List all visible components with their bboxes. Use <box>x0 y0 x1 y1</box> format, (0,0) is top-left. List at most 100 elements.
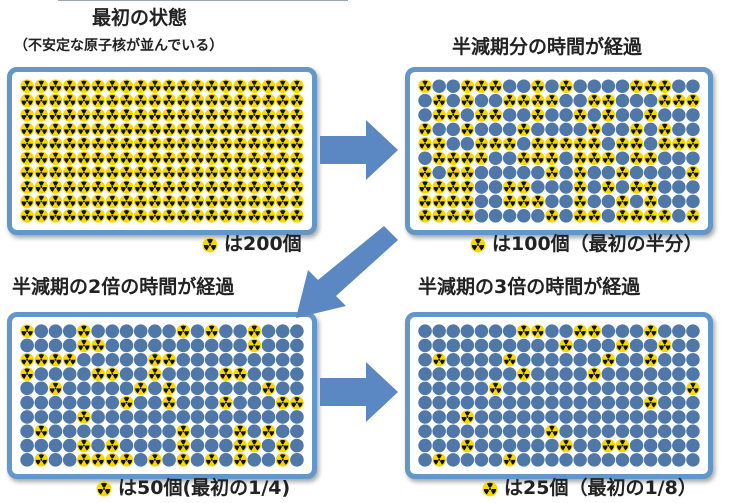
radiation-icon <box>20 352 34 367</box>
decayed-nucleus <box>190 381 205 396</box>
decayed-nucleus <box>77 424 91 439</box>
radiation-icon <box>162 395 176 410</box>
decayed-nucleus <box>658 180 672 194</box>
decayed-nucleus <box>488 122 503 137</box>
radiation-icon <box>77 79 91 93</box>
decayed-nucleus <box>460 395 475 410</box>
decayed-nucleus <box>162 367 176 381</box>
radiation-icon <box>629 79 644 93</box>
decayed-nucleus <box>148 381 162 396</box>
panel-half-life-1 <box>405 67 713 235</box>
radiation-icon <box>247 151 262 165</box>
decayed-nucleus <box>643 93 658 108</box>
radiation-icon <box>460 165 475 180</box>
decayed-nucleus <box>672 79 686 93</box>
radiation-icon <box>629 180 644 194</box>
decayed-nucleus <box>91 424 105 439</box>
radiation-icon <box>233 165 247 180</box>
decayed-nucleus <box>517 438 531 453</box>
radiation-icon <box>133 151 148 165</box>
decayed-nucleus <box>176 381 191 396</box>
radiation-icon <box>133 122 148 137</box>
decayed-nucleus <box>275 424 290 439</box>
decayed-nucleus <box>686 438 700 453</box>
decayed-nucleus <box>517 424 531 438</box>
radiation-icon <box>559 79 573 93</box>
decayed-nucleus <box>643 367 658 381</box>
radiation-icon <box>470 237 486 253</box>
radiation-icon <box>34 108 49 122</box>
decayed-nucleus <box>20 395 34 410</box>
radiation-icon <box>105 137 120 151</box>
decayed-nucleus <box>545 453 559 467</box>
radiation-icon <box>418 209 432 223</box>
radiation-icon <box>643 209 658 223</box>
decayed-nucleus <box>62 410 77 424</box>
decayed-nucleus <box>34 438 49 453</box>
radiation-icon <box>91 137 105 151</box>
radiation-icon <box>20 79 34 93</box>
decayed-nucleus <box>531 367 545 381</box>
decayed-nucleus <box>176 395 191 410</box>
radiation-icon <box>77 122 91 137</box>
decayed-nucleus <box>573 410 587 424</box>
decayed-nucleus <box>275 410 290 424</box>
radiation-icon <box>77 324 91 338</box>
radiation-icon <box>77 438 91 453</box>
radiation-icon <box>247 122 262 137</box>
radiation-icon <box>247 108 262 122</box>
radiation-icon <box>573 209 587 223</box>
decayed-nucleus <box>446 424 460 438</box>
decayed-nucleus <box>432 367 446 381</box>
decayed-nucleus <box>658 324 672 338</box>
radiation-icon <box>77 165 91 180</box>
radiation-icon <box>48 122 63 137</box>
radiation-icon <box>290 395 304 410</box>
radiation-icon <box>91 338 105 353</box>
decayed-nucleus <box>601 381 616 396</box>
decayed-nucleus <box>587 194 601 209</box>
radiation-icon <box>432 108 446 122</box>
decayed-nucleus <box>672 324 686 338</box>
radiation-icon <box>91 194 105 209</box>
radiation-icon <box>176 438 191 453</box>
decayed-nucleus <box>615 180 630 194</box>
decayed-nucleus <box>204 381 219 396</box>
decayed-nucleus <box>502 122 517 137</box>
decayed-nucleus <box>488 410 503 424</box>
decayed-nucleus <box>261 453 276 467</box>
radiation-icon <box>48 352 63 367</box>
decayed-nucleus <box>658 194 672 209</box>
arrow-diagonal <box>296 226 398 318</box>
decayed-nucleus <box>418 338 432 353</box>
decayed-nucleus <box>77 352 91 367</box>
decayed-nucleus <box>502 338 517 353</box>
decayed-nucleus <box>62 424 77 439</box>
decayed-nucleus <box>133 395 148 410</box>
radiation-icon <box>482 481 498 497</box>
decayed-nucleus <box>686 410 700 424</box>
radiation-icon <box>34 352 49 367</box>
decayed-nucleus <box>48 395 63 410</box>
radiation-icon <box>77 93 91 108</box>
radiation-icon <box>62 194 77 209</box>
radiation-icon <box>105 151 120 165</box>
decayed-nucleus <box>190 395 205 410</box>
radiation-icon <box>233 122 247 137</box>
radiation-icon <box>418 79 432 93</box>
decayed-nucleus <box>643 424 658 438</box>
decayed-nucleus <box>601 165 616 180</box>
decayed-nucleus <box>502 165 517 180</box>
decayed-nucleus <box>290 410 304 424</box>
radiation-icon <box>162 79 176 93</box>
radiation-icon <box>418 194 432 209</box>
decayed-nucleus <box>474 353 489 367</box>
radiation-icon <box>460 93 475 108</box>
decayed-nucleus <box>615 410 630 424</box>
decayed-nucleus <box>531 381 545 396</box>
radiation-icon <box>290 194 304 209</box>
decayed-nucleus <box>460 424 475 438</box>
radiation-icon <box>77 194 91 209</box>
radiation-icon <box>48 209 63 223</box>
decayed-nucleus <box>573 93 587 108</box>
